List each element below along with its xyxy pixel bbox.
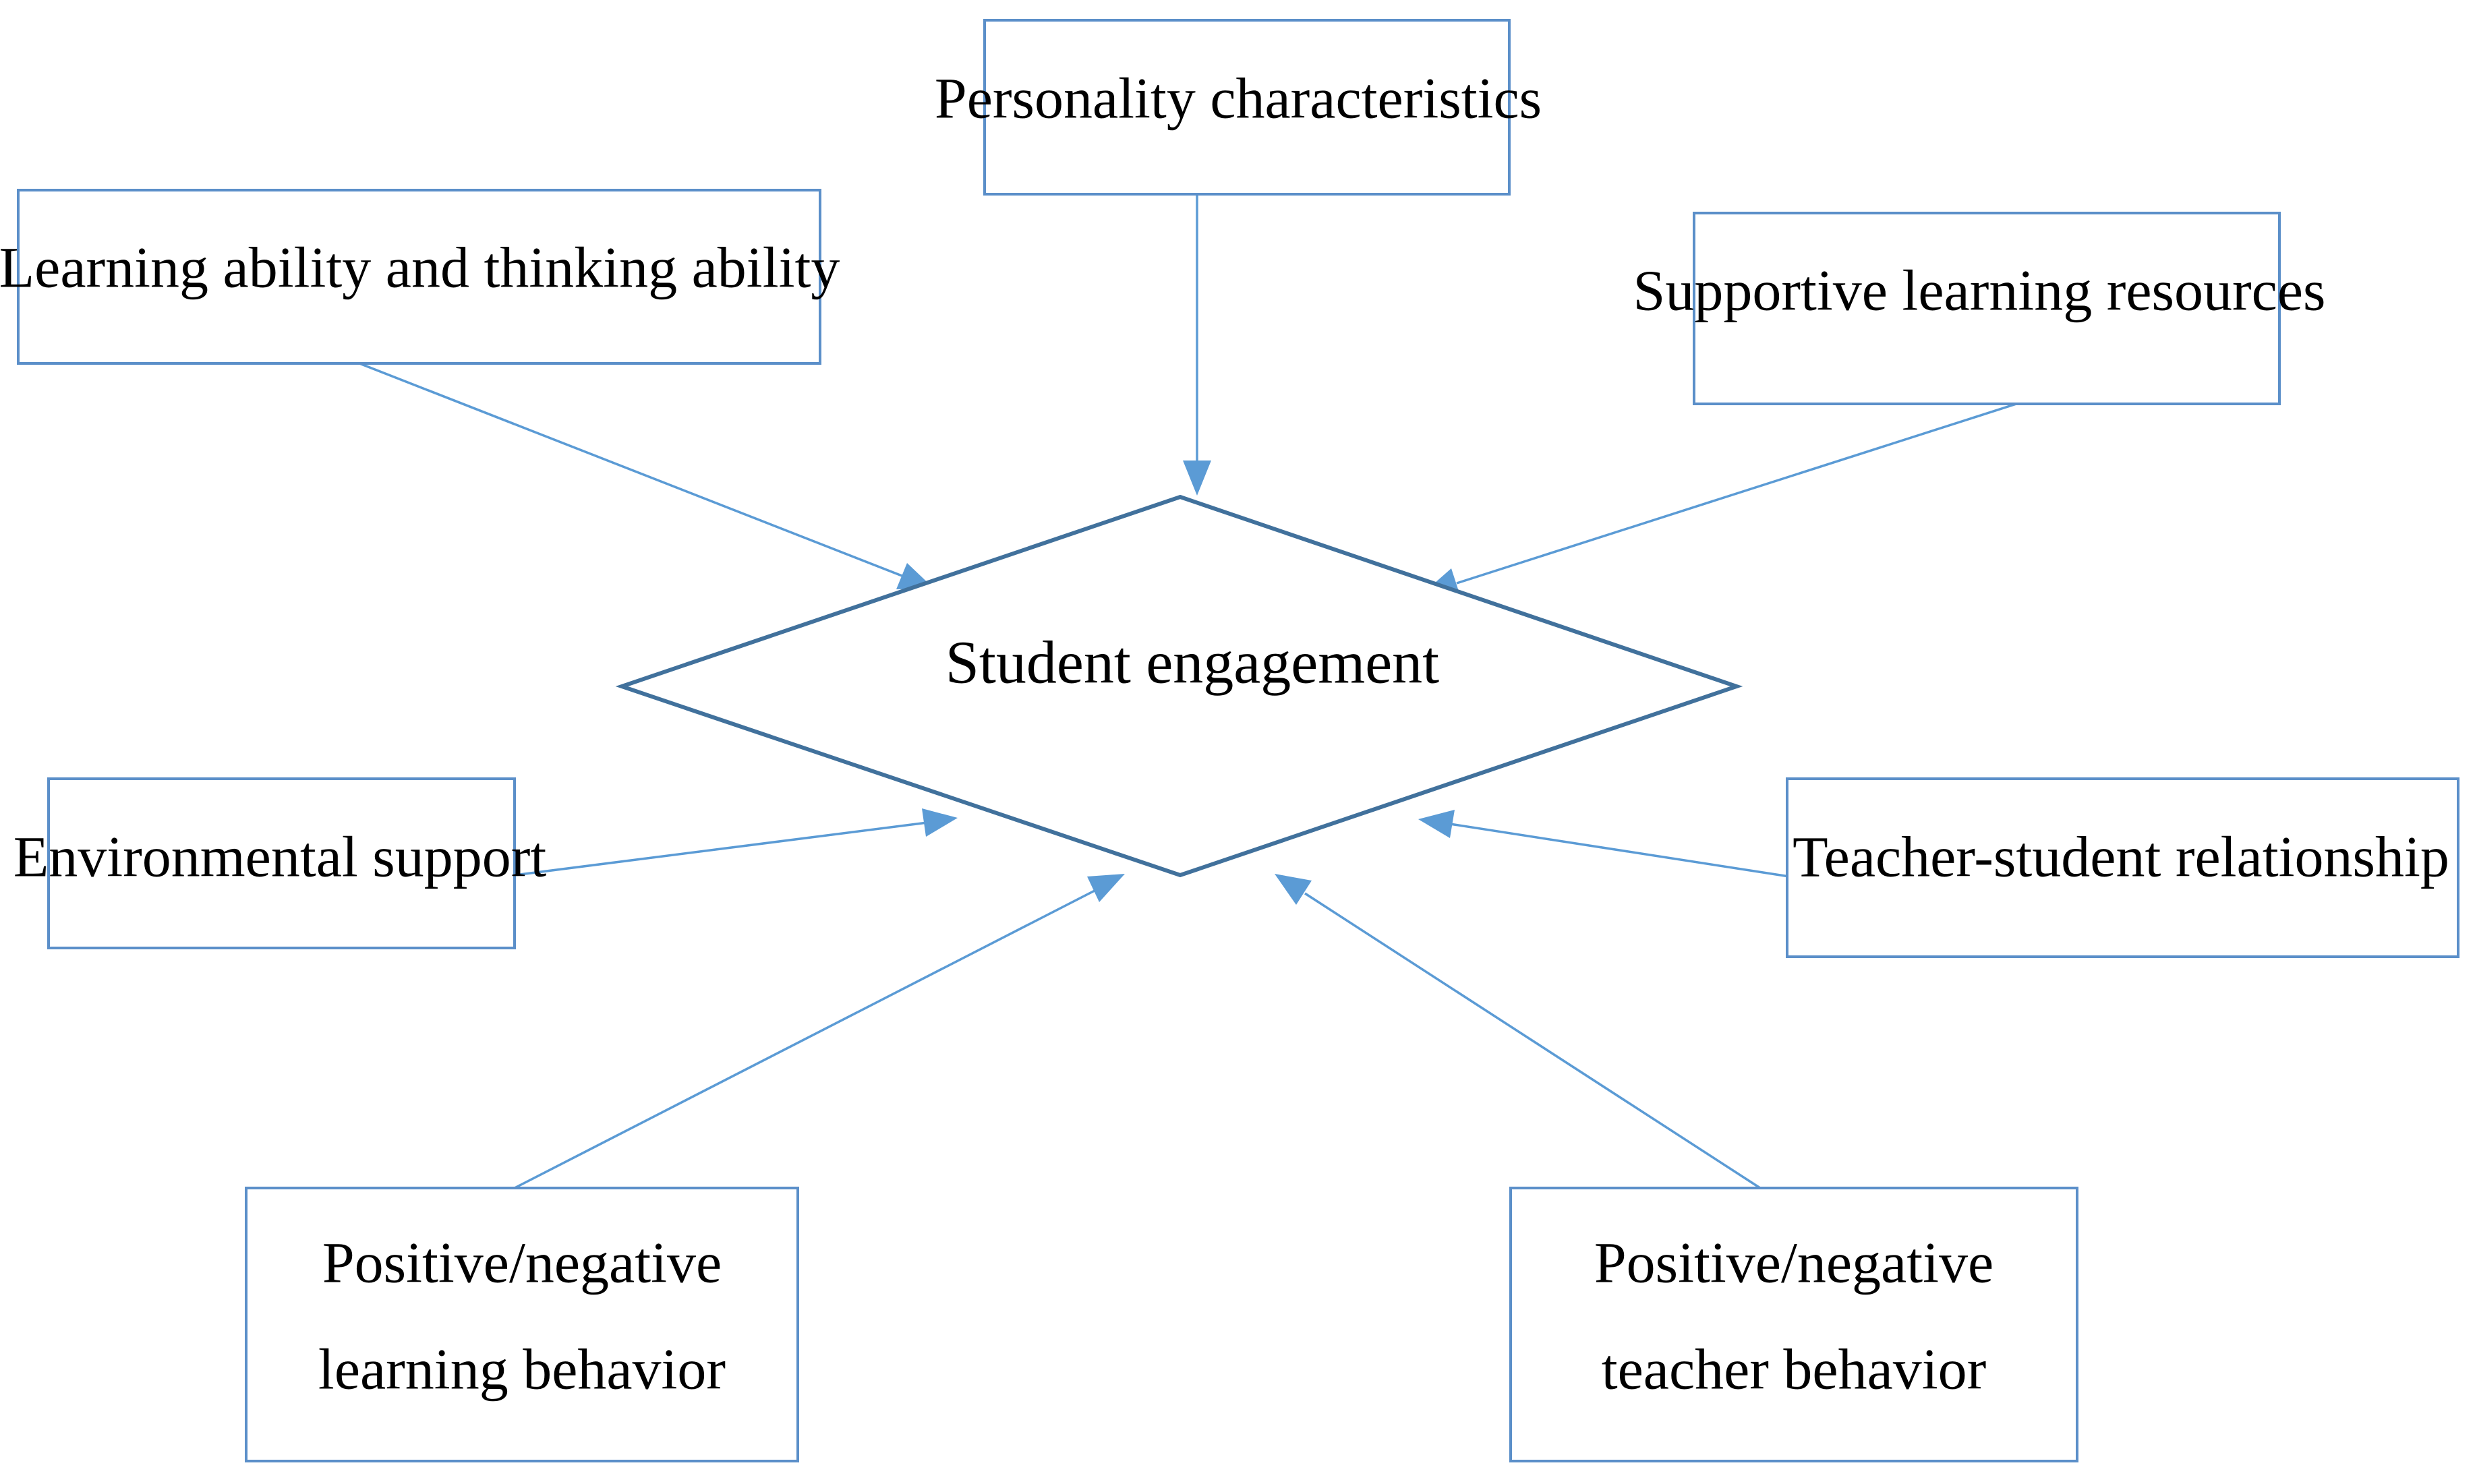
factor-box-learning-ability [17, 189, 821, 365]
connector-teacher-student [1449, 823, 1790, 878]
connector-learning-resources [1456, 403, 2017, 585]
arrowhead-personality [1183, 461, 1211, 496]
factor-learning-ability: Learning ability and thinking ability [0, 189, 840, 365]
connectors [359, 194, 2017, 1189]
connector-learning-behavior [514, 889, 1097, 1189]
factor-label-learning-ability: Learning ability and thinking ability [0, 235, 840, 300]
factor-label-learning-resources: Supportive learning resources [1633, 258, 2326, 323]
center-diamond [615, 494, 1743, 878]
connector-environmental [514, 821, 928, 877]
factor-label-teacher-behavior-line1: Positive/negative [1594, 1230, 1993, 1295]
factor-box-environmental [47, 777, 516, 949]
factor-box-learning-resources [1693, 212, 2281, 405]
connector-learning-ability [359, 362, 904, 578]
connector-teacher-behavior [1304, 892, 1761, 1189]
factor-box-teacher-behavior [1509, 1187, 2078, 1462]
arrowhead-environmental [922, 808, 958, 837]
factor-box-teacher-student [1786, 777, 2459, 958]
factor-teacher-behavior: Positive/negative teacher behavior [1509, 1187, 2078, 1462]
factor-personality: Personality characteristics [935, 19, 1542, 196]
factor-box-personality [983, 19, 1511, 196]
factor-learning-behavior: Positive/negative learning behavior [245, 1187, 799, 1462]
factor-box-learning-behavior [245, 1187, 799, 1462]
center-label: Student engagement [945, 630, 1439, 696]
factor-teacher-student: Teacher-student relationship [1786, 777, 2459, 958]
factor-environmental: Environmental support [13, 777, 547, 949]
factor-learning-resources: Supportive learning resources [1633, 212, 2326, 405]
factor-label-teacher-behavior-line2: teacher behavior [1602, 1337, 1987, 1402]
arrowhead-learning-behavior [1087, 874, 1125, 902]
factor-label-teacher-student: Teacher-student relationship [1793, 825, 2449, 889]
center-node-student-engagement: Student engagement [615, 494, 1743, 878]
factor-label-learning-behavior-line2: learning behavior [318, 1337, 726, 1402]
factor-label-environmental: Environmental support [13, 825, 547, 889]
factor-label-learning-behavior-line1: Positive/negative [322, 1230, 722, 1295]
arrowhead-teacher-student [1418, 810, 1455, 838]
arrowhead-teacher-behavior [1275, 874, 1312, 905]
factor-label-personality: Personality characteristics [935, 66, 1542, 131]
